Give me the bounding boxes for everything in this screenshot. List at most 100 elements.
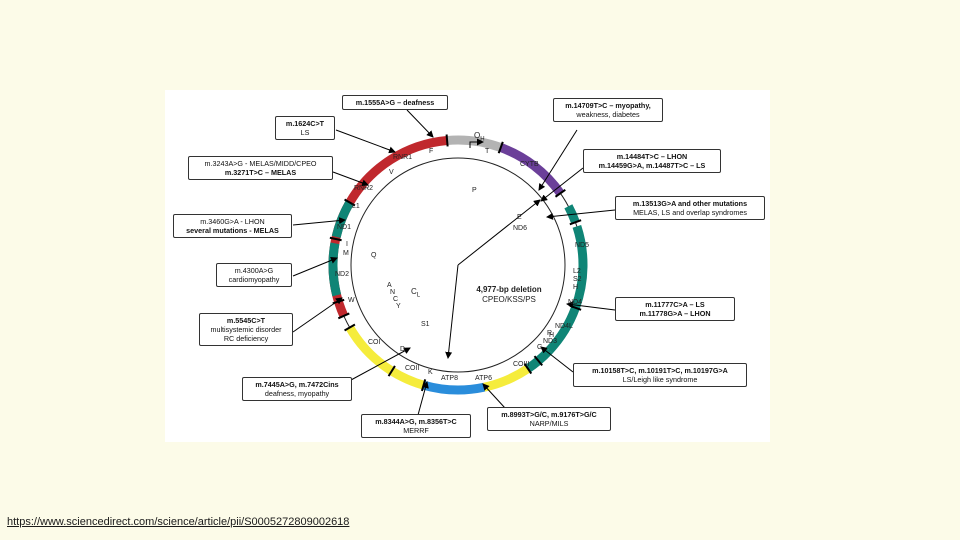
box-line: LS [300, 128, 310, 137]
gene-nd6: ND6 [513, 225, 528, 232]
box-line: m.14459G>A, m.14487T>C – LS [598, 161, 706, 170]
deletion-arrow-1 [457, 199, 541, 266]
gene-nd4: ND4 [568, 299, 583, 306]
gene-h2: H [573, 284, 579, 291]
gene-atp8: ATP8 [441, 375, 458, 382]
source-link[interactable]: https://www.sciencedirect.com/science/ar… [7, 516, 350, 528]
box-line: m.11777C>A – LS [645, 300, 705, 309]
gene-w: W [348, 297, 355, 304]
trna-tick [497, 141, 504, 154]
box-line: weakness, diabetes [576, 110, 640, 119]
arc-rrna-rnr1 [345, 135, 448, 205]
mutation-box-10158: m.10158T>C, m.10191T>C, m.10197G>A LS/Le… [573, 363, 747, 387]
gene-f: F [429, 148, 434, 155]
gene-cytb: CYTB [520, 161, 539, 168]
ol-o: C [411, 287, 417, 296]
arrow-8993 [482, 383, 506, 409]
gene-s1: S1 [421, 321, 430, 328]
oh-sub: H [480, 136, 485, 143]
arrow-4300 [292, 257, 338, 277]
box-line: MERRF [403, 426, 429, 435]
trna-tick [329, 236, 342, 242]
mutation-box-1555: m.1555A>G – deafness [342, 95, 448, 110]
oh-origin-arrow [469, 138, 484, 148]
gene-k: K [428, 369, 433, 376]
gene-l1: L1 [352, 203, 360, 210]
arc-atp [422, 380, 485, 395]
gene-e: E [517, 214, 522, 221]
deletion-arrow-2 [445, 264, 459, 359]
gene-q: Q [371, 252, 377, 259]
gene-coii: COII [405, 365, 420, 372]
arc-cytb [499, 143, 565, 196]
box-line: NARP/MILS [529, 419, 569, 428]
box-line: several mutations - MELAS [186, 226, 279, 235]
box-line: multisystemic disorder [210, 325, 282, 334]
origin-oh: OH [474, 132, 485, 144]
box-line: m.11778G>A – LHON [639, 309, 711, 318]
gene-y: Y [396, 303, 401, 310]
gene-atp6: ATP6 [475, 375, 492, 382]
box-line: m.3460G>A - LHON [200, 217, 265, 226]
inner-circle [350, 157, 566, 373]
mutation-box-1624: m.1624C>T LS [275, 116, 335, 140]
box-line: LS/Leigh like syndrome [622, 375, 698, 384]
mutation-box-5545: m.5545C>T multisystemic disorder RC defi… [199, 313, 293, 346]
trna-tick [344, 198, 356, 207]
deletion-label: 4,977-bp deletion CPEO/KSS/PS [461, 285, 557, 305]
ol-sub: L [416, 292, 421, 299]
gene-l2: L2 [573, 268, 581, 275]
box-line: m.5545C>T [226, 316, 266, 325]
gene-rnr1: RNR1 [393, 154, 413, 161]
gene-ol: CL [411, 288, 420, 300]
arc-nd3 [525, 357, 542, 373]
arrow-1555 [406, 109, 434, 138]
trna-tick [387, 365, 396, 377]
mtdna-diagram: m.1555A>G – deafness m.1624C>T LS m.3243… [165, 90, 770, 442]
gene-h: H [549, 332, 555, 339]
box-line: m.13513G>A and other mutations [632, 199, 748, 208]
gene-nd2: ND2 [335, 271, 350, 278]
oh-o: O [474, 131, 481, 140]
trna-tick [445, 134, 449, 147]
gene-nd1: ND1 [337, 224, 352, 231]
trna-tick [554, 189, 566, 198]
gene-nd4l: ND4L [555, 323, 573, 330]
arrow-3243 [332, 171, 369, 187]
gene-p: P [472, 187, 477, 194]
gene-rnr2: RNR2 [354, 185, 374, 192]
mutation-box-3460: m.3460G>A - LHON several mutations - MEL… [173, 214, 292, 238]
gene-m: M [343, 250, 349, 257]
box-line: m.3271T>C – MELAS [224, 168, 297, 177]
mutation-box-7445: m.7445A>G, m.7472Cins deafness, myopathy [242, 377, 352, 401]
gene-coiii: COIII [513, 361, 530, 368]
mutation-box-3243: m.3243A>G - MELAS/MIDD/CPEO m.3271T>C – … [188, 156, 333, 180]
gene-r: R [547, 330, 553, 337]
arrow-14484 [540, 167, 584, 202]
deletion-title: 4,977-bp deletion [476, 285, 542, 294]
arrow-13513 [546, 209, 616, 220]
mutation-box-14484: m.14484T>C – LHON m.14459G>A, m.14487T>C… [583, 149, 721, 173]
box-line: m.3243A>G - MELAS/MIDD/CPEO [204, 159, 317, 168]
box-line: m.14709T>C – myopathy, [565, 101, 651, 110]
gene-nd5: ND5 [575, 242, 590, 249]
arc-nd5 [571, 224, 588, 310]
mutation-box-11777: m.11777C>A – LS m.11778G>A – LHON [615, 297, 735, 321]
arrow-7445 [350, 347, 411, 381]
gene-i: I [346, 241, 348, 248]
deletion-disease: CPEO/KSS/PS [482, 295, 536, 304]
trna-tick [533, 355, 543, 366]
box-line: MELAS, LS and overlap syndromes [633, 208, 747, 217]
mutation-box-13513: m.13513G>A and other mutations MELAS, LS… [615, 196, 765, 220]
arrow-1624 [335, 129, 396, 154]
trna-tick [344, 323, 356, 332]
box-line: m.7445A>G, m.7472Cins [255, 380, 339, 389]
box-line: m.1624C>T [285, 119, 325, 128]
box-line: m.8993T>G/C, m.9176T>G/C [501, 410, 597, 419]
arc-nd4 [546, 306, 580, 354]
gene-v: V [389, 169, 394, 176]
gene-c: C [393, 296, 399, 303]
box-line: cardiomyopathy [228, 275, 280, 284]
arrow-3460 [292, 217, 346, 226]
box-line: m.8344A>G, m.8356T>C [375, 417, 457, 426]
